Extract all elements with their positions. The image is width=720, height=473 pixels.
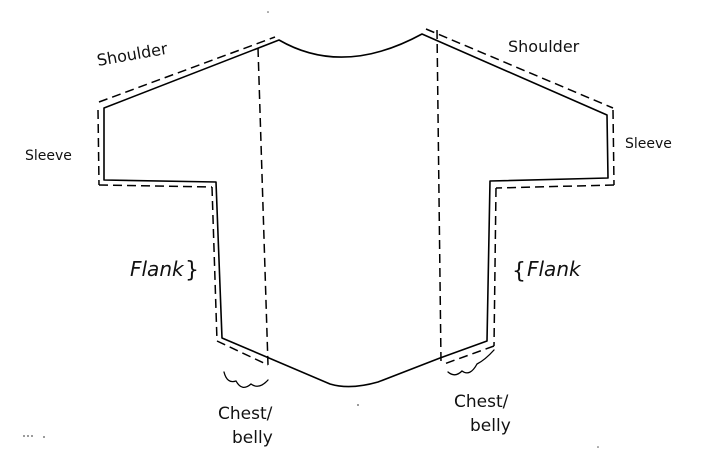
right-flank-dash: [493, 187, 497, 347]
left-chest-bracket: [223, 371, 269, 388]
left-sleeve-dash: [97, 109, 100, 186]
flank-right-label: Flank: [527, 257, 582, 281]
right-underarm-dash: [495, 184, 615, 189]
right-chest-dash: [443, 345, 495, 365]
right-chest-bracket: [447, 349, 495, 376]
chest-brackets: [223, 349, 495, 388]
shoulder-right-label: Shoulder: [508, 37, 580, 56]
chest-right-label-line1: Chest/: [454, 392, 509, 412]
shoulder-left-label: Shoulder: [95, 39, 169, 70]
chest-left-label-line1: Chest/: [218, 404, 273, 424]
sleeve-left-label: Sleeve: [25, 148, 72, 164]
left-shoulder-dash: [98, 36, 276, 103]
flank-right-brace: {: [512, 259, 526, 284]
left-flank-dash: [211, 186, 218, 342]
flank-left-label: Flank: [130, 257, 185, 281]
seam-allowance-lines: [97, 28, 615, 366]
left-underarm-dash: [98, 184, 213, 188]
sleeve-right-label: Sleeve: [625, 136, 672, 152]
pattern-outline: [103, 33, 609, 388]
diagram-labels: Shoulder Shoulder Sleeve Sleeve Flank } …: [25, 37, 672, 448]
right-vertical-dash: [436, 29, 442, 363]
flank-left-brace: }: [185, 258, 199, 283]
left-vertical-dash: [257, 47, 269, 366]
chest-right-label-line2: belly: [470, 416, 511, 436]
scan-specks: [23, 11, 599, 448]
right-sleeve-dash: [612, 109, 615, 186]
chest-left-label-line2: belly: [232, 428, 273, 448]
left-chest-dash: [216, 340, 269, 366]
right-shoulder-dash: [425, 28, 614, 109]
